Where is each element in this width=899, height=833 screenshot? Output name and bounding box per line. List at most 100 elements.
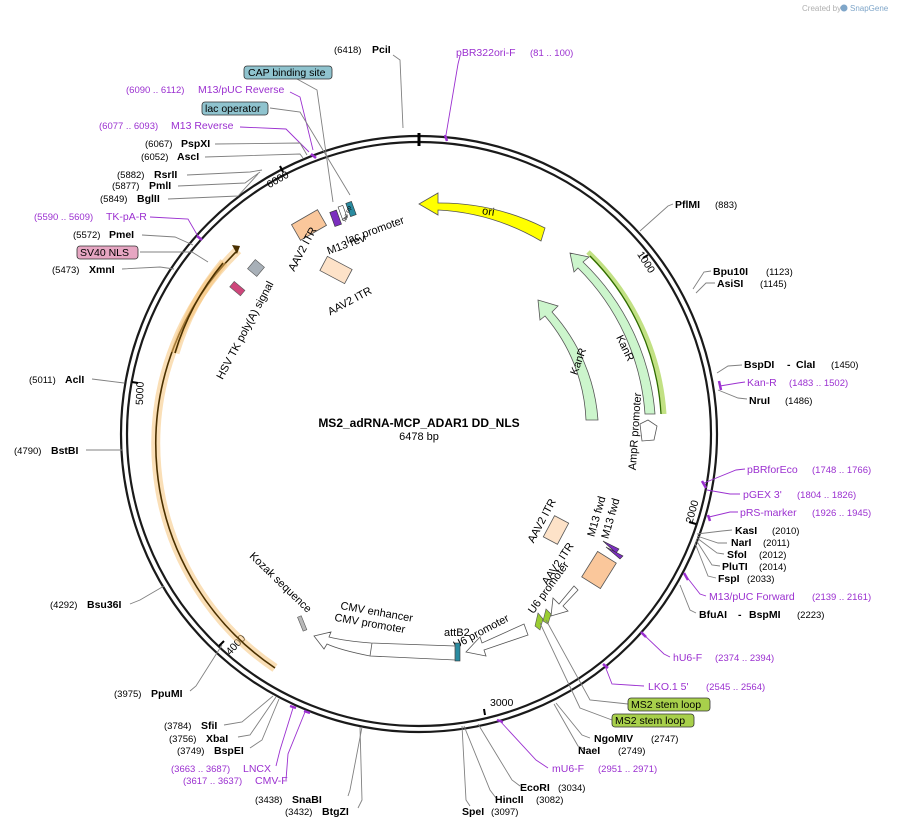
site-name-bsu36i[interactable]: Bsu36I <box>87 599 122 611</box>
site-name-sfii[interactable]: SfiI <box>201 720 217 732</box>
leader-pbr322ori <box>445 55 461 136</box>
m13-fwd-primer-bind-2[interactable] <box>605 546 624 560</box>
leader-ngomiv <box>555 702 591 739</box>
primer-name-mu6[interactable]: mU6-F <box>552 763 584 775</box>
site-name-pflmi[interactable]: PflMI <box>675 199 700 211</box>
site-name-asisi[interactable]: AsiSI <box>717 278 743 290</box>
aav2-itr-label-top-2: AAV2 ITR <box>326 285 374 318</box>
site-pos-spei: (3097) <box>491 807 518 818</box>
primer-name-kanr[interactable]: Kan-R <box>747 377 777 389</box>
sv40-nls-box[interactable] <box>76 245 139 260</box>
site-name-bglii[interactable]: BglII <box>137 193 160 205</box>
primer-pos-cmvf: (3617 .. 3637) <box>183 776 242 787</box>
tk-gray-feature[interactable] <box>247 259 265 277</box>
primer-name-lko[interactable]: LKO.1 5' <box>648 681 689 693</box>
lac-promoter-feature[interactable] <box>345 201 357 217</box>
aav2-itr-feature-bottom-1[interactable] <box>542 515 570 545</box>
primer-mark-pbrforeco <box>700 480 708 489</box>
cap-binding-site-box[interactable] <box>243 65 333 80</box>
site-name-pmli[interactable]: PmlI <box>149 180 171 192</box>
plasmid-name: MS2_adRNA-MCP_ADAR1 DD_NLS <box>318 416 519 430</box>
ori-label: ori <box>481 205 495 219</box>
site-name-bspmi[interactable]: BspMI <box>749 609 781 621</box>
primer-name-tkpa[interactable]: TK-pA-R <box>106 211 147 223</box>
site-name-xbai[interactable]: XbaI <box>206 733 228 745</box>
primer-name-lncx[interactable]: LNCX <box>243 763 271 775</box>
site-pos-btgzi: (3432) <box>285 807 312 818</box>
site-name-bspei[interactable]: BspEI <box>214 745 244 757</box>
orf-cds-inner[interactable] <box>174 262 224 354</box>
primer-name-pbrforeco[interactable]: pBRforEco <box>747 464 798 476</box>
site-name-pcii[interactable]: PciI <box>372 44 391 56</box>
primer-name-hu6[interactable]: hU6-F <box>673 652 702 664</box>
hsv-tk-polya-feature[interactable] <box>229 281 246 297</box>
site-pos-bfuai: (2223) <box>797 610 824 621</box>
site-name-kasi[interactable]: KasI <box>735 525 757 537</box>
ampr-promoter-feature[interactable] <box>639 419 658 442</box>
site-pos-hincii: (3082) <box>536 795 563 806</box>
site-name-pmei[interactable]: PmeI <box>109 229 134 241</box>
ms2-stem-loop-box-1[interactable] <box>627 697 711 712</box>
tick-4000 <box>218 640 225 647</box>
lac-op-feature[interactable] <box>337 204 348 220</box>
site-name-asci[interactable]: AscI <box>177 151 199 163</box>
aav2-itr-feature-bottom-2[interactable] <box>581 550 617 590</box>
site-name-ngomiv[interactable]: NgoMIV <box>594 733 633 745</box>
tick-2000 <box>688 521 697 525</box>
site-name-ecori[interactable]: EcoRI <box>520 782 550 794</box>
site-name-naei[interactable]: NaeI <box>578 745 600 757</box>
site-name-snabi[interactable]: SnaBI <box>292 794 322 806</box>
m13-fwd-primer-bind-1[interactable] <box>602 540 620 554</box>
site-name-fspi[interactable]: FspI <box>718 573 740 585</box>
attb2-feature[interactable] <box>454 642 461 662</box>
snapgene-logo-icon <box>840 4 848 12</box>
site-name-pluti[interactable]: PluTI <box>722 561 748 573</box>
kozak-feature[interactable] <box>297 615 308 632</box>
site-name-xmni[interactable]: XmnI <box>89 264 115 276</box>
leader-tkpa <box>149 216 200 239</box>
ori-feature[interactable] <box>418 192 546 242</box>
cmv-enhancer-promoter-arrow[interactable] <box>313 631 456 661</box>
m13-rev-feature[interactable] <box>329 209 342 227</box>
primer-name-pgex[interactable]: pGEX 3' <box>743 489 782 501</box>
leader-lncx <box>275 707 294 767</box>
site-name-nrui[interactable]: NruI <box>749 395 770 407</box>
site-pos-naei: (2749) <box>618 746 645 757</box>
primer-name-m13puc-fwd[interactable]: M13/pUC Forward <box>709 591 795 603</box>
primer-name-m13puc-rev[interactable]: M13/pUC Reverse <box>198 84 285 96</box>
u6-promoter-arrow-1[interactable] <box>550 585 579 617</box>
site-name-sfoi[interactable]: SfoI <box>727 549 747 561</box>
site-name-ppumi[interactable]: PpuMI <box>151 688 183 700</box>
primer-name-m13-rev[interactable]: M13 Reverse <box>171 120 234 132</box>
site-name-bpu10i[interactable]: Bpu10I <box>713 266 748 278</box>
lac-operator-box[interactable] <box>201 101 269 116</box>
kanr-feature-outer[interactable] <box>569 252 656 415</box>
leader-ppumi <box>189 644 223 692</box>
site-name-rsrii[interactable]: RsrII <box>154 169 177 181</box>
site-name-acli[interactable]: AclI <box>65 374 84 386</box>
orf-highlight-inner <box>170 259 228 355</box>
site-name-clai[interactable]: ClaI <box>796 359 815 371</box>
primer-name-prs[interactable]: pRS-marker <box>740 507 797 519</box>
leader-nari <box>696 535 727 544</box>
site-name-bspdi[interactable]: BspDI <box>744 359 774 371</box>
site-name-btgzi[interactable]: BtgZI <box>322 806 349 818</box>
leader-asisi <box>695 282 715 294</box>
site-name-bstbi[interactable]: BstBI <box>51 445 79 457</box>
leader-sfoi <box>696 537 725 555</box>
site-name-spei[interactable]: SpeI <box>462 806 484 818</box>
u6-promoter-arrow-2[interactable] <box>465 623 529 657</box>
site-name-nari[interactable]: NarI <box>731 537 752 549</box>
primer-name-pbr322ori[interactable]: pBR322ori-F <box>456 47 516 59</box>
primer-name-cmvf[interactable]: CMV-F <box>255 775 288 787</box>
site-name-bfuai[interactable]: BfuAI <box>699 609 727 621</box>
site-name-hincii[interactable]: HincII <box>495 794 524 806</box>
aav2-itr-feature-top-1[interactable] <box>290 209 328 241</box>
site-pos-bspdi: (1450) <box>831 360 858 371</box>
ms2-stem-loop-box-2[interactable] <box>611 713 695 728</box>
site-name-pspxi[interactable]: PspXI <box>181 138 210 150</box>
kanr-cds-line <box>589 255 662 415</box>
aav2-itr-feature-top-2[interactable] <box>319 255 353 285</box>
kanr-feature-inner[interactable] <box>537 299 599 421</box>
leader-hu6 <box>642 633 671 658</box>
